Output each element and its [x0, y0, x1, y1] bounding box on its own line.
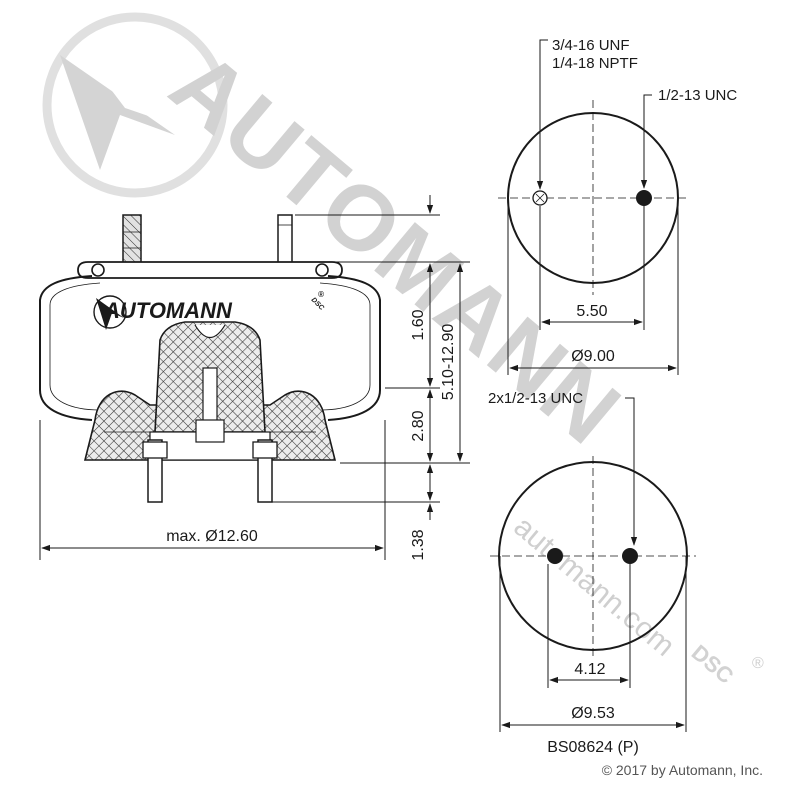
logo-brand: AUTOMANN — [103, 298, 233, 323]
logo-registered: ® — [318, 290, 324, 299]
part-number: BS08624 (P) — [547, 739, 639, 756]
bottom-stud-hole-left — [547, 548, 563, 564]
copyright: © 2017 by Automann, Inc. — [602, 762, 763, 778]
side-dimensions — [39, 195, 470, 560]
dim-mid-height: 2.80 — [410, 410, 427, 441]
top-air-fitting — [122, 214, 142, 268]
max-diameter: max. Ø12.60 — [166, 528, 258, 545]
rubber-bellows — [39, 275, 381, 421]
watermark-url: automann.com — [508, 510, 681, 663]
dim-range: 5.10-12.90 — [440, 324, 457, 401]
bead-plate — [77, 261, 343, 279]
side-view: AUTOMANN DSC ® 1.60 2.80 1.38 5.10-12.90… — [39, 195, 470, 561]
dim-bottom-height: 1.38 — [410, 529, 427, 560]
port-label-line2: 1/4-18 NPTF — [552, 55, 638, 72]
bottom-view: 2x1/2-13 UNC 4.12 Ø9.53 — [488, 390, 696, 732]
bottom-spacing: 4.12 — [574, 661, 605, 678]
top-stud-label: 1/2-13 UNC — [658, 87, 737, 104]
bottom-mounting-studs — [142, 439, 278, 503]
top-mounting-stud — [277, 214, 293, 268]
top-spacing: 5.50 — [576, 303, 607, 320]
top-diameter: Ø9.00 — [571, 348, 615, 365]
bottom-diameter: Ø9.53 — [571, 705, 615, 722]
top-view: 3/4-16 UNF 1/4-18 NPTF 1/2-13 UNC 5.50 Ø… — [498, 37, 737, 375]
top-stud-hole — [636, 190, 652, 206]
automann-logo: AUTOMANN DSC ® — [93, 290, 326, 330]
dim-top-height: 1.60 — [410, 309, 427, 340]
watermark-suffix: DSC — [687, 640, 739, 689]
air-port-icon — [532, 190, 548, 206]
watermark-logo-icon — [42, 12, 228, 198]
port-label-line1: 3/4-16 UNF — [552, 37, 630, 54]
watermark: AUTOMANN DSC automann.com ® — [42, 12, 764, 689]
bottom-stud-hole-right — [622, 548, 638, 564]
watermark-registered: ® — [752, 655, 764, 672]
bottom-stud-label: 2x1/2-13 UNC — [488, 390, 583, 407]
piston — [83, 321, 337, 461]
